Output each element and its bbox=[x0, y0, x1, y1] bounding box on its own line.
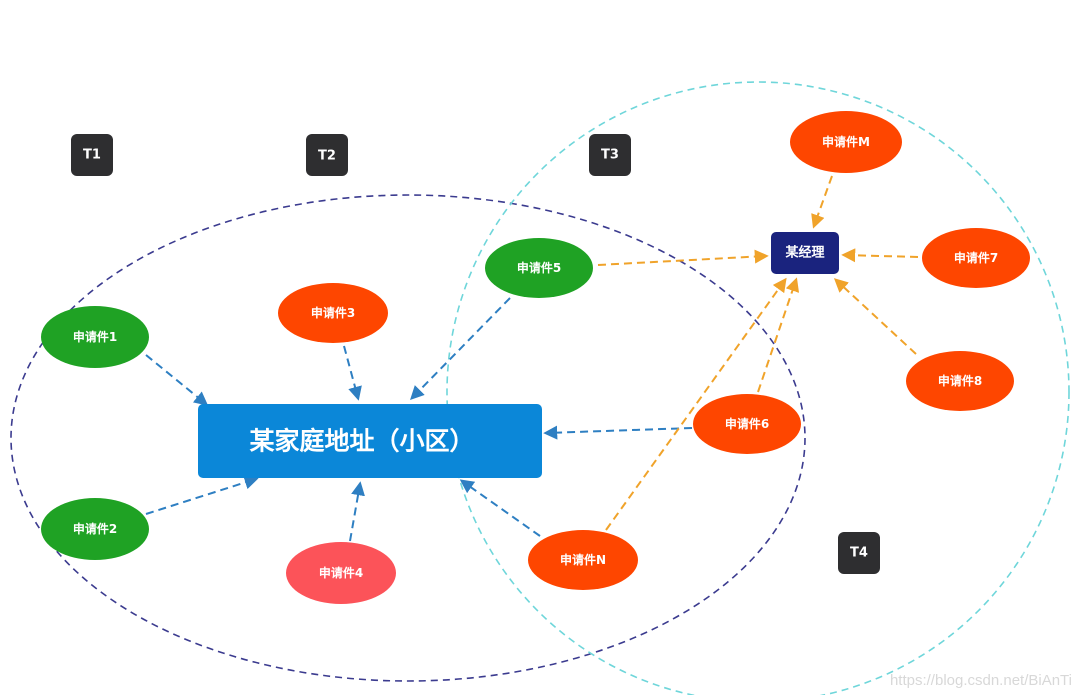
center-address-node[interactable]: 某家庭地址（小区） bbox=[198, 404, 542, 478]
edge-r6-to-center bbox=[543, 425, 693, 440]
edge-r2-to-center bbox=[145, 475, 259, 515]
edge-r4-to-center bbox=[349, 481, 365, 542]
request-label: 申请件3 bbox=[311, 305, 355, 320]
request-node-5[interactable]: 申请件5 bbox=[485, 238, 593, 298]
edge-r3-to-center bbox=[343, 345, 362, 401]
request-label: 申请件6 bbox=[725, 416, 769, 431]
edge-rN-to-center bbox=[459, 479, 541, 537]
request-node-2[interactable]: 申请件2 bbox=[41, 498, 149, 560]
edge-r5-to-center bbox=[410, 297, 511, 400]
edge-r5-to-manager bbox=[597, 249, 769, 266]
center-address-label: 某家庭地址（小区） bbox=[249, 427, 474, 456]
time-label: T3 bbox=[601, 148, 619, 163]
time-label: T4 bbox=[850, 546, 868, 561]
watermark: https://blog.csdn.net/BiAnTi bbox=[889, 672, 1072, 689]
request-label: 申请件7 bbox=[954, 250, 998, 265]
time-label: T1 bbox=[83, 148, 101, 163]
request-label: 申请件4 bbox=[319, 565, 363, 580]
request-node-7[interactable]: 申请件7 bbox=[922, 228, 1030, 288]
request-node-3[interactable]: 申请件3 bbox=[278, 283, 388, 343]
time-badge-t3: T3 bbox=[589, 134, 631, 176]
request-label: 申请件1 bbox=[73, 329, 117, 344]
request-label: 申请件M bbox=[822, 134, 870, 149]
edge-r7-to-manager bbox=[841, 248, 919, 263]
edge-r1-to-center bbox=[145, 354, 209, 406]
manager-node[interactable]: 某经理 bbox=[771, 232, 839, 274]
request-node-8[interactable]: 申请件8 bbox=[906, 351, 1014, 411]
request-node-4[interactable]: 申请件4 bbox=[286, 542, 396, 604]
request-label: 申请件N bbox=[560, 552, 606, 567]
time-badge-t4: T4 bbox=[838, 532, 880, 574]
request-node-n[interactable]: 申请件N bbox=[528, 530, 638, 590]
request-node-m[interactable]: 申请件M bbox=[790, 111, 902, 173]
time-badge-t1: T1 bbox=[71, 134, 113, 176]
request-label: 申请件5 bbox=[517, 260, 561, 275]
time-label: T2 bbox=[318, 149, 336, 164]
request-label: 申请件8 bbox=[938, 373, 982, 388]
request-node-1[interactable]: 申请件1 bbox=[41, 306, 149, 368]
manager-label: 某经理 bbox=[784, 245, 824, 261]
edge-r8-to-manager bbox=[833, 278, 917, 355]
edge-rM-to-manager bbox=[811, 175, 833, 229]
time-badge-t2: T2 bbox=[306, 134, 348, 176]
request-label: 申请件2 bbox=[73, 521, 117, 536]
address-group-circle bbox=[10, 194, 806, 682]
edge-r6-to-manager bbox=[757, 277, 800, 393]
manager-group-circle bbox=[446, 81, 1070, 695]
edges-layer bbox=[145, 175, 919, 542]
request-node-6[interactable]: 申请件6 bbox=[693, 394, 801, 454]
